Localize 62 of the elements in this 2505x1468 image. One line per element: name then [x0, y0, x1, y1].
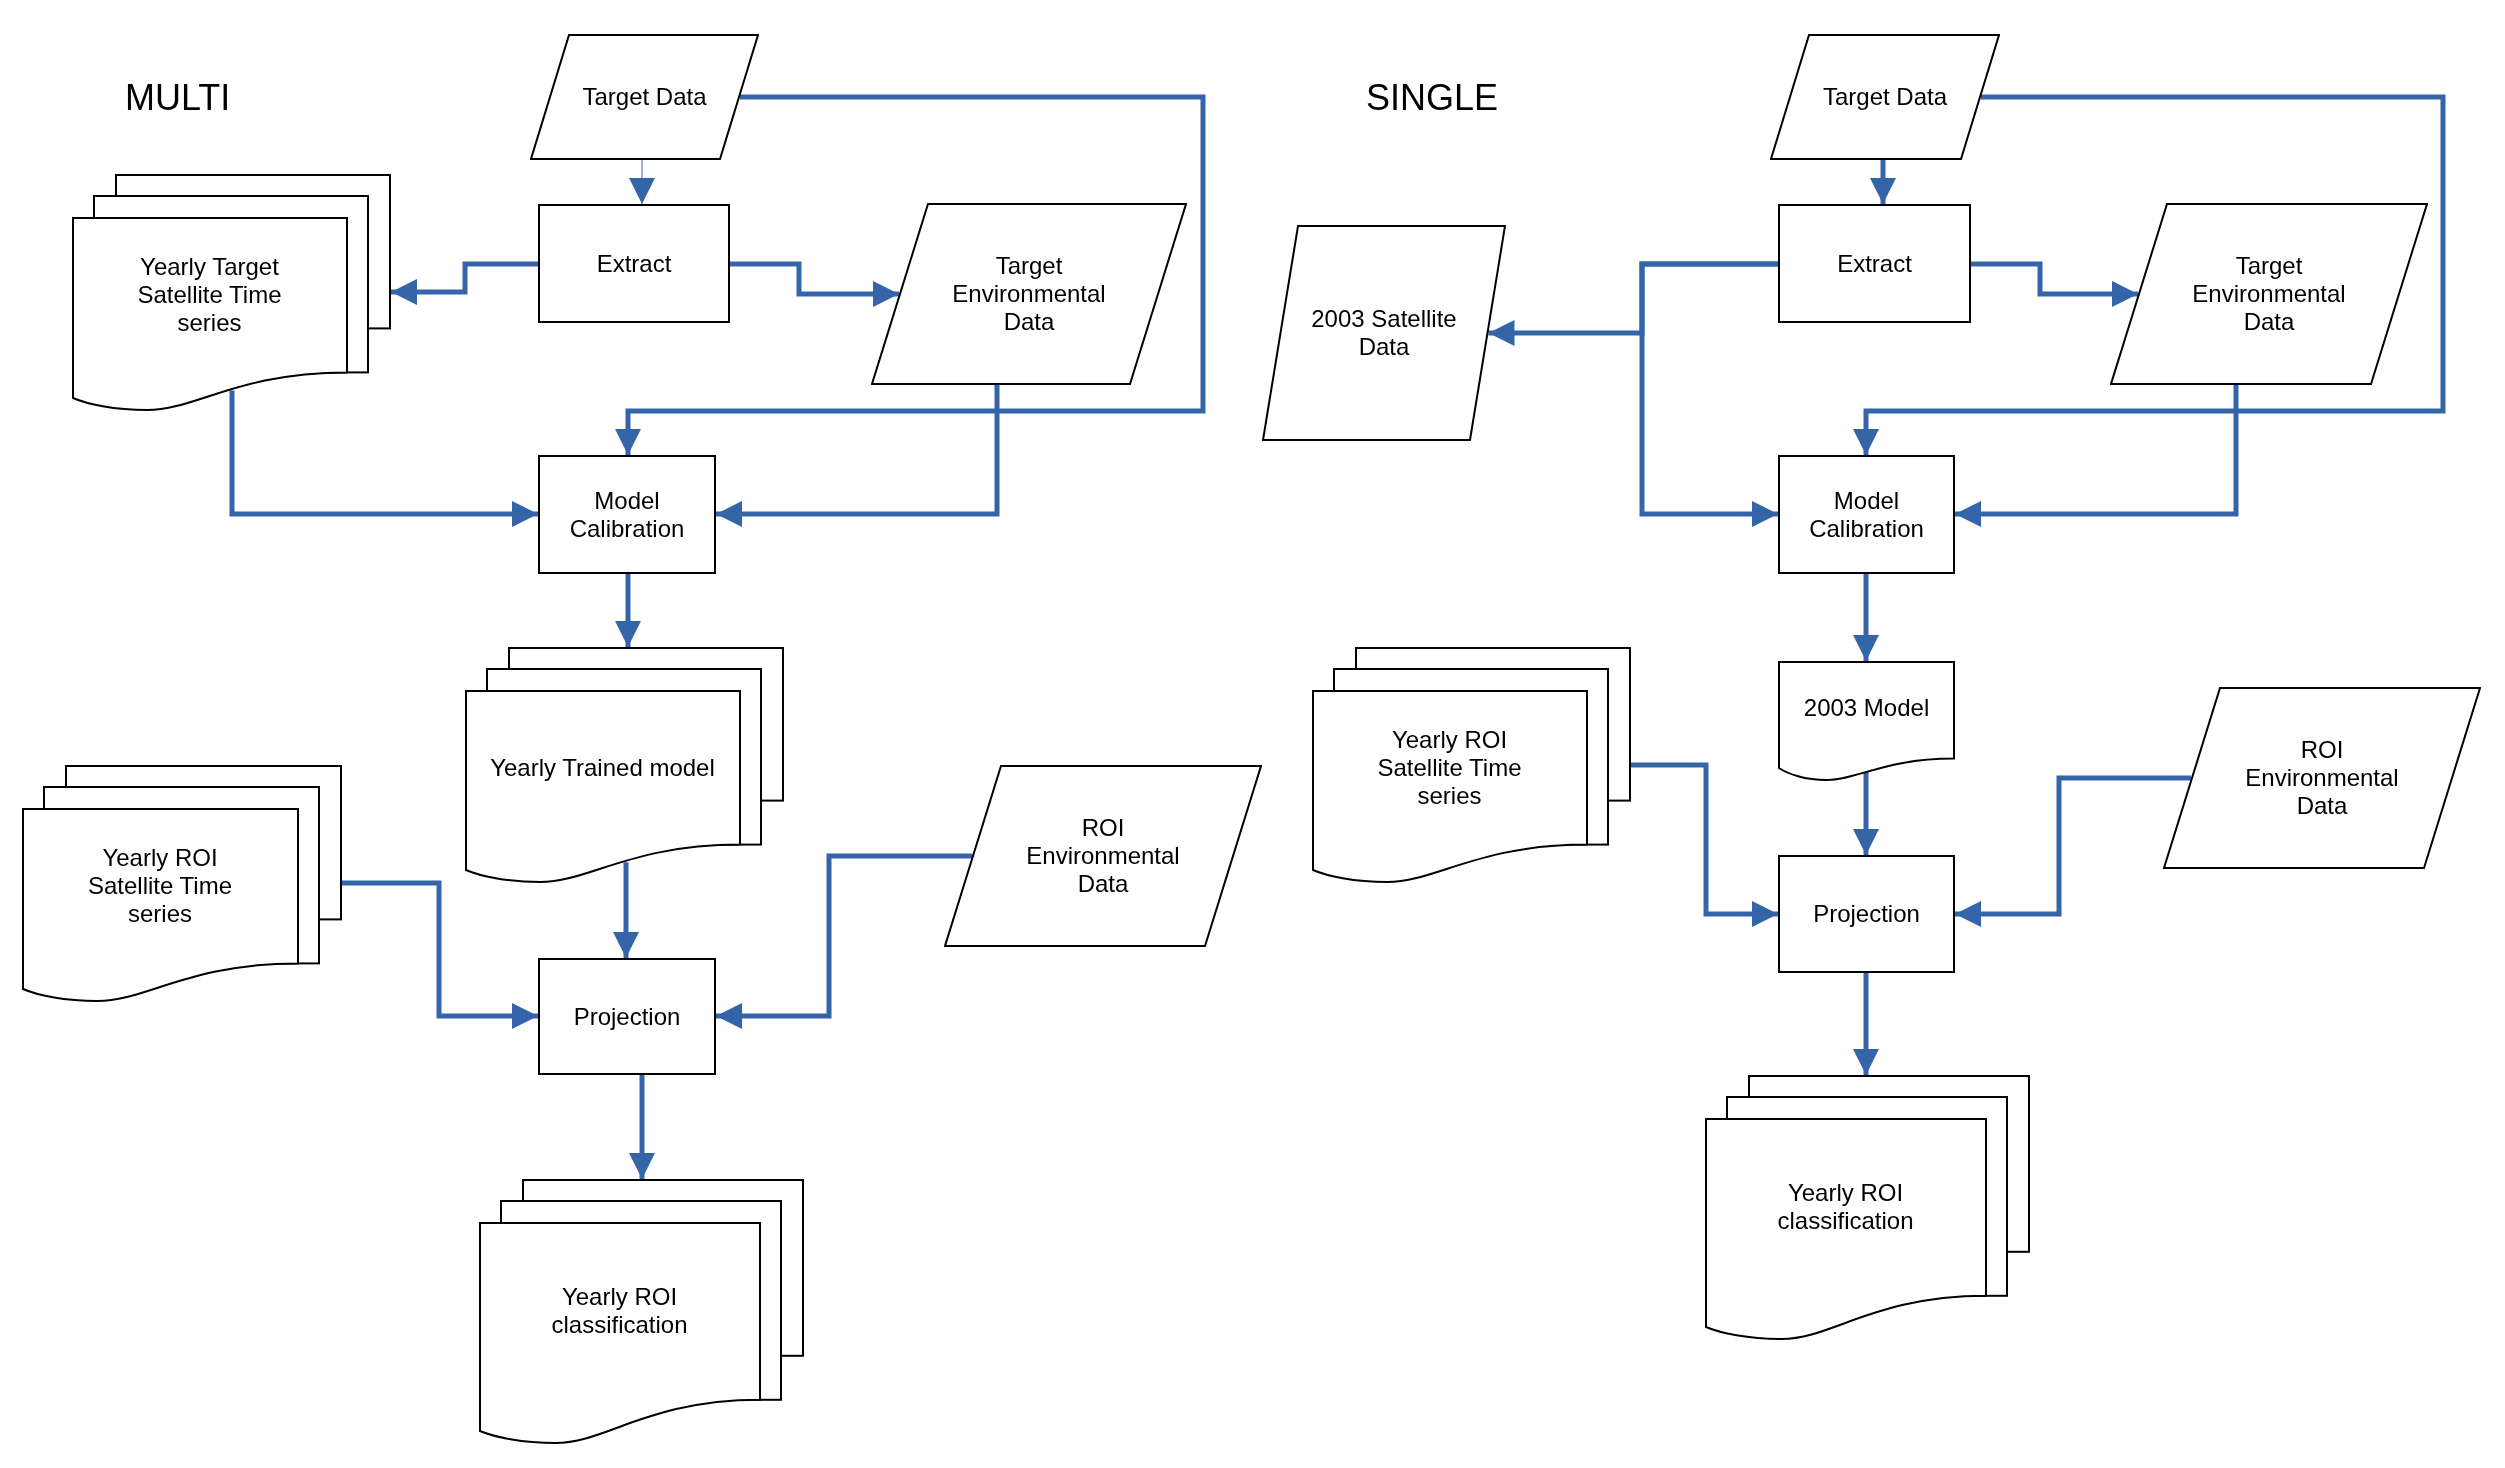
arrow — [1853, 94, 2446, 455]
arrow — [1870, 160, 1896, 204]
document-stack — [22, 765, 342, 1002]
document-shape — [1778, 661, 1955, 781]
node-label: Target Environmental Data — [2191, 252, 2347, 336]
node-label: Projection — [573, 1002, 681, 1031]
section-heading: MULTI — [125, 78, 231, 118]
arrow — [1853, 574, 1879, 661]
data-parallelogram — [944, 765, 1262, 947]
data-parallelogram — [530, 34, 759, 160]
document-stack — [1312, 647, 1631, 883]
node-label: Target Environmental Data — [951, 252, 1107, 336]
data-parallelogram — [2163, 687, 2481, 869]
data-parallelogram — [1770, 34, 2000, 160]
node-label: Target Data — [582, 83, 707, 111]
node-label: ROI Environmental Data — [2244, 736, 2400, 820]
node-label: Yearly Target Satellite Time series — [136, 253, 283, 338]
arrow — [1639, 261, 1778, 527]
process-box — [538, 958, 716, 1075]
arrow — [342, 880, 538, 1029]
node-label: 2003 Satellite Data — [1310, 305, 1458, 361]
process-box — [1778, 204, 1971, 323]
document-stack — [72, 174, 391, 411]
arrow — [730, 261, 899, 307]
arrow — [613, 862, 639, 958]
section-heading: SINGLE — [1366, 78, 1499, 118]
arrow — [1955, 385, 2239, 527]
document-stack — [1705, 1075, 2030, 1340]
node-label: Yearly ROI Satellite Time series — [86, 844, 234, 929]
node-label: Yearly ROI classification — [1776, 1179, 1915, 1236]
arrow — [1853, 973, 1879, 1075]
node-label: Model Calibration — [1808, 486, 1925, 543]
node-label: Model Calibration — [568, 486, 686, 543]
node-label: Projection — [1813, 900, 1920, 928]
data-parallelogram — [1262, 225, 1506, 441]
arrow — [615, 574, 641, 647]
data-parallelogram — [2110, 203, 2428, 385]
process-box — [1778, 855, 1955, 973]
node-label: Yearly Trained model — [490, 753, 715, 782]
arrow — [716, 853, 972, 1029]
process-box — [1778, 455, 1955, 574]
arrow — [1955, 775, 2191, 927]
node-label: Extract — [596, 249, 672, 278]
document-stack — [479, 1179, 804, 1444]
data-parallelogram — [871, 203, 1187, 385]
node-label: Yearly ROI Satellite Time series — [1376, 725, 1523, 810]
arrow — [391, 261, 538, 305]
node-label: Target Data — [1822, 83, 1948, 111]
document-stack — [465, 647, 784, 883]
node-label: Yearly ROI classification — [550, 1283, 689, 1340]
node-label: ROI Environmental Data — [1025, 814, 1181, 898]
arrow — [1631, 762, 1778, 927]
arrow — [615, 94, 1206, 455]
arrow — [1971, 261, 2138, 307]
process-box — [538, 455, 716, 574]
process-box — [538, 204, 730, 323]
arrow — [629, 1075, 655, 1179]
arrow — [629, 159, 655, 205]
arrow — [229, 390, 538, 527]
node-label: Extract — [1837, 249, 1912, 278]
node-label: 2003 Model — [1803, 693, 1930, 722]
arrow — [716, 385, 1000, 527]
